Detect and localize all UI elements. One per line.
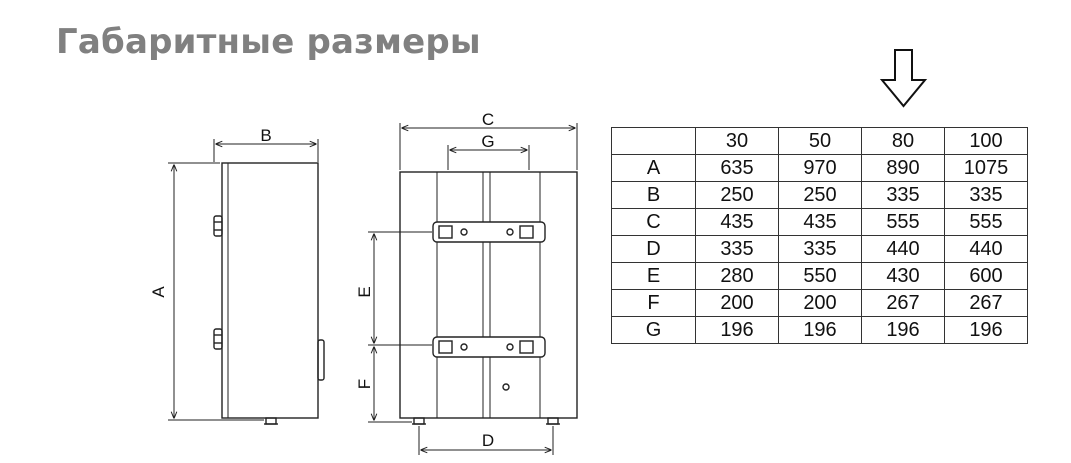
page-title: Габаритные размеры — [56, 22, 481, 62]
label-b: B — [260, 126, 271, 145]
table-cell: 335 — [695, 235, 779, 263]
row-label: A — [611, 154, 696, 182]
table-cell: 250 — [695, 181, 779, 209]
front-bracket-top — [432, 221, 546, 243]
dimension-c — [399, 123, 578, 170]
dimension-b — [213, 139, 319, 162]
row-label: D — [611, 235, 696, 263]
table-cell: 555 — [944, 208, 1028, 236]
label-e: E — [355, 286, 374, 297]
table-row: D 335 335 440 440 — [611, 235, 1028, 263]
dimension-d — [418, 426, 554, 455]
table-cell: 250 — [778, 181, 862, 209]
table-cell: 196 — [944, 316, 1028, 344]
table-cell: 555 — [861, 208, 945, 236]
table-cell: 196 — [778, 316, 862, 344]
table-cell: 200 — [695, 289, 779, 317]
front-indicator-lamp — [502, 383, 510, 391]
dimensions-table: 30 50 80 100 A 635 970 890 1075 B 250 25… — [611, 127, 1028, 344]
label-d: D — [482, 431, 494, 450]
table-cell: 335 — [778, 235, 862, 263]
front-view — [399, 171, 578, 425]
front-bracket-bottom — [432, 336, 546, 358]
table-cell: 335 — [861, 181, 945, 209]
column-header: 80 — [861, 127, 945, 155]
table-cell: 267 — [861, 289, 945, 317]
table-row: G 196 196 196 196 — [611, 316, 1028, 344]
label-a: A — [149, 286, 168, 298]
table-cell: 196 — [861, 316, 945, 344]
column-header: 50 — [778, 127, 862, 155]
dimension-e — [368, 231, 432, 346]
table-cell: 600 — [944, 262, 1028, 290]
table-cell: 1075 — [944, 154, 1028, 182]
dimension-a — [168, 162, 264, 421]
table-header-row: 30 50 80 100 — [611, 127, 1028, 155]
table-row: B 250 250 335 335 — [611, 181, 1028, 209]
side-pipe — [264, 417, 278, 425]
table-cell: 440 — [861, 235, 945, 263]
table-corner-cell — [611, 127, 696, 155]
side-bracket-top — [213, 215, 223, 237]
dimension-f — [368, 347, 412, 423]
row-label: F — [611, 289, 696, 317]
table-cell: 196 — [695, 316, 779, 344]
dimension-g — [447, 145, 530, 170]
column-header: 100 — [944, 127, 1028, 155]
table-cell: 335 — [944, 181, 1028, 209]
label-c: C — [482, 110, 494, 129]
table-row: E 280 550 430 600 — [611, 262, 1028, 290]
table-cell: 435 — [695, 208, 779, 236]
table-cell: 267 — [944, 289, 1028, 317]
side-thermostat-knob — [317, 339, 325, 381]
table-row: C 435 435 555 555 — [611, 208, 1028, 236]
row-label: G — [611, 316, 696, 344]
table-cell: 200 — [778, 289, 862, 317]
table-cell: 635 — [695, 154, 779, 182]
label-g: G — [481, 132, 494, 151]
table-row: A 635 970 890 1075 — [611, 154, 1028, 182]
table-cell: 970 — [778, 154, 862, 182]
table-cell: 435 — [778, 208, 862, 236]
row-label: B — [611, 181, 696, 209]
column-header: 30 — [695, 127, 779, 155]
table-cell: 280 — [695, 262, 779, 290]
table-cell: 440 — [944, 235, 1028, 263]
table-row: F 200 200 267 267 — [611, 289, 1028, 317]
row-label: C — [611, 208, 696, 236]
down-arrow-icon — [879, 49, 928, 108]
front-pipe-right — [546, 417, 560, 425]
table-cell: 550 — [778, 262, 862, 290]
row-label: E — [611, 262, 696, 290]
table-cell: 890 — [861, 154, 945, 182]
front-pipe-left — [412, 417, 426, 425]
side-bracket-bottom — [213, 328, 223, 350]
label-f: F — [355, 379, 374, 389]
table-cell: 430 — [861, 262, 945, 290]
side-view — [213, 162, 325, 425]
